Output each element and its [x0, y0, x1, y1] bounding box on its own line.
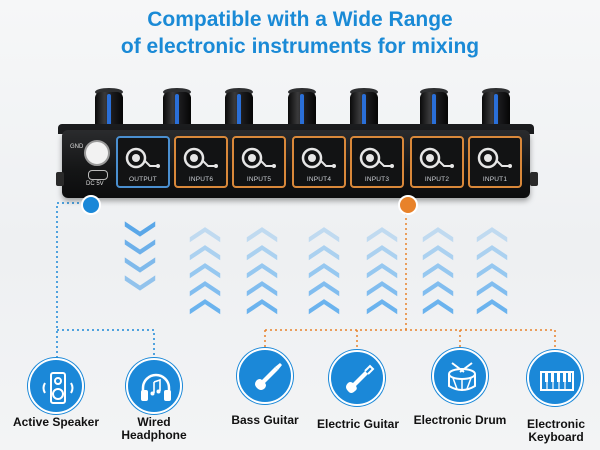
jack-icon: [125, 147, 160, 169]
active-speaker-circle: [28, 358, 84, 414]
chevron-up-icon: [308, 299, 340, 315]
chevron-up-icon: [422, 263, 454, 279]
chevron-down-icon: [124, 239, 156, 255]
headline: Compatible with a Wide Range of electron…: [0, 6, 600, 60]
arrow-column-up: [470, 226, 514, 316]
ground-label: GND: [70, 144, 84, 150]
electric-guitar-circle: [329, 350, 385, 406]
side-jack: [530, 172, 538, 186]
chevron-up-icon: [308, 245, 340, 261]
chevron-up-icon: [189, 245, 221, 261]
headline-line-2: of electronic instruments for mixing: [120, 35, 480, 58]
chevron-up-icon: [189, 299, 221, 315]
electric-guitar-label: Electric Guitar: [316, 417, 400, 431]
port-label: OUTPUT: [129, 176, 157, 183]
chevron-up-icon: [308, 227, 340, 243]
port-input3: INPUT3: [350, 136, 404, 188]
chevron-up-icon: [422, 245, 454, 261]
jack-icon: [241, 147, 276, 169]
chevron-up-icon: [476, 299, 508, 315]
dc-label: DC 5V: [86, 181, 104, 187]
chevron-up-icon: [476, 245, 508, 261]
chevron-up-icon: [246, 281, 278, 297]
port-label: INPUT6: [188, 176, 214, 183]
arrow-column-up: [240, 226, 284, 316]
port-label: INPUT2: [424, 176, 450, 183]
chevron-up-icon: [366, 245, 398, 261]
port-output: OUTPUT: [116, 136, 170, 188]
chevron-down-icon: [124, 275, 156, 291]
chevron-up-icon: [246, 299, 278, 315]
keyboard-icon: [540, 371, 574, 391]
headline-line-1: Compatible with a Wide Range: [147, 8, 453, 31]
jack-icon: [359, 147, 394, 169]
chevron-up-icon: [366, 281, 398, 297]
arrow-column-up: [360, 226, 404, 316]
usb-c-port: [88, 170, 108, 180]
output-connector-dot: [81, 195, 101, 215]
chevron-up-icon: [308, 281, 340, 297]
arrow-column-up: [183, 226, 227, 316]
speaker-icon: [42, 372, 74, 404]
chevron-up-icon: [189, 263, 221, 279]
wired-headphone-circle: [126, 358, 182, 414]
port-label: INPUT4: [306, 176, 332, 183]
chevron-up-icon: [366, 227, 398, 243]
chevron-up-icon: [246, 245, 278, 261]
jack-icon: [183, 147, 218, 169]
jack-icon: [477, 147, 512, 169]
bass-guitar-label: Bass Guitar: [231, 413, 299, 427]
chevron-down-icon: [124, 221, 156, 237]
side-jack: [56, 172, 64, 186]
port-input5: INPUT5: [232, 136, 286, 188]
port-input2: INPUT2: [410, 136, 464, 188]
port-input4: INPUT4: [292, 136, 346, 188]
port-label: INPUT1: [482, 176, 508, 183]
active-speaker-label: Active Speaker: [12, 415, 100, 429]
electronic-keyboard-label: Electronic Keyboard: [526, 417, 586, 444]
chevron-up-icon: [422, 227, 454, 243]
drum-icon: [448, 362, 476, 391]
chevron-up-icon: [246, 227, 278, 243]
chevron-down-icon: [124, 257, 156, 273]
chevron-up-icon: [476, 263, 508, 279]
port-input1: INPUT1: [468, 136, 522, 188]
port-label: INPUT3: [364, 176, 390, 183]
bass-guitar-circle: [237, 348, 293, 404]
electronic-keyboard-circle: [527, 350, 583, 406]
arrow-column-up: [416, 226, 460, 316]
arrow-column-down: [118, 221, 162, 294]
jack-icon: [301, 147, 336, 169]
wired-headphone-label: Wired Headphone: [121, 415, 187, 442]
electronic-drum-label: Electronic Drum: [413, 413, 507, 427]
chevron-up-icon: [366, 263, 398, 279]
chevron-up-icon: [422, 281, 454, 297]
arrow-column-up: [302, 226, 346, 316]
chevron-up-icon: [246, 263, 278, 279]
port-input6: INPUT6: [174, 136, 228, 188]
chevron-up-icon: [366, 299, 398, 315]
chevron-up-icon: [189, 227, 221, 243]
bass-guitar-icon: [255, 363, 282, 390]
headphone-icon: [141, 373, 171, 401]
chevron-up-icon: [308, 263, 340, 279]
mixer-top-edge: [58, 124, 534, 134]
ground-terminal: [84, 140, 110, 166]
chevron-up-icon: [476, 227, 508, 243]
input-connector-dot: [398, 195, 418, 215]
port-label: INPUT5: [246, 176, 272, 183]
chevron-up-icon: [189, 281, 221, 297]
electronic-drum-circle: [432, 348, 488, 404]
jack-icon: [419, 147, 454, 169]
chevron-up-icon: [422, 299, 454, 315]
electric-guitar-icon: [346, 364, 375, 393]
chevron-up-icon: [476, 281, 508, 297]
